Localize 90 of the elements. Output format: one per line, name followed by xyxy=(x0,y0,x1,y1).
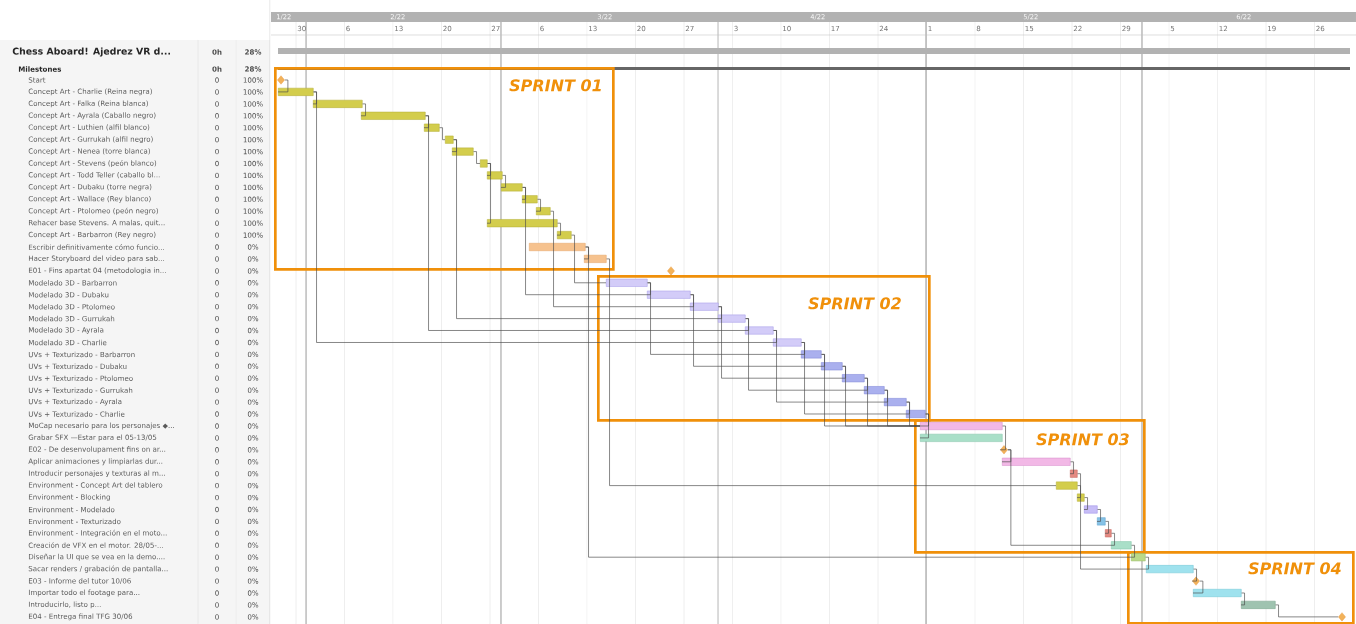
task-bar xyxy=(1084,505,1098,514)
dependency-line xyxy=(745,318,865,391)
dependency-line xyxy=(773,330,885,403)
task-bar xyxy=(718,314,746,323)
task-bar xyxy=(606,278,648,287)
dependency-line xyxy=(439,127,446,141)
dependency-line xyxy=(473,151,481,164)
dependency-line xyxy=(1130,544,1135,558)
dependency-line xyxy=(919,413,929,439)
dependency-line xyxy=(1083,497,1088,510)
dependency-line xyxy=(360,103,366,117)
task-bar xyxy=(487,219,558,228)
task-bar xyxy=(480,159,488,168)
dependency-line xyxy=(647,282,802,355)
sprint-box: SPRINT 02 xyxy=(597,275,931,422)
task-bar xyxy=(1131,553,1146,562)
dependency-line xyxy=(571,234,607,284)
dependency-line xyxy=(535,198,541,212)
task-bar xyxy=(884,398,907,407)
dependency-line xyxy=(1275,604,1339,618)
milestone-diamond xyxy=(1338,612,1346,622)
dependency-line xyxy=(1076,485,1081,498)
task-bar xyxy=(536,207,551,216)
project-title: Chess Aboard! Ajedrez VR d... xyxy=(12,47,170,57)
task-bar xyxy=(501,183,523,192)
task-bar xyxy=(424,123,440,132)
task-bar xyxy=(557,231,572,240)
task-bar xyxy=(745,326,774,335)
task-bar xyxy=(920,433,1003,442)
task-bar xyxy=(920,422,1003,430)
dependency-line xyxy=(486,163,491,224)
dependency-line xyxy=(999,425,1006,451)
milestone-diamond xyxy=(667,266,675,276)
task-bar xyxy=(906,410,926,418)
dependency-line xyxy=(1191,568,1197,582)
dependency-line xyxy=(1007,449,1112,546)
task-bar xyxy=(821,362,843,371)
task-bar xyxy=(522,195,538,204)
dependency-line xyxy=(690,294,822,367)
dependency-line xyxy=(906,401,921,427)
task-bar xyxy=(1070,469,1078,478)
task-bar xyxy=(1146,565,1194,574)
task-bar xyxy=(773,338,802,347)
dependency-line xyxy=(453,139,719,319)
task-bar xyxy=(313,99,363,108)
dependency-line xyxy=(718,306,843,379)
dependency-line xyxy=(277,79,289,93)
milestone-diamond xyxy=(1000,445,1008,455)
task-bar xyxy=(864,386,885,395)
dependency-line xyxy=(500,175,506,188)
task-bar xyxy=(1097,517,1106,526)
task-bar xyxy=(584,254,607,263)
dependency-line xyxy=(1145,556,1149,570)
dependency-line xyxy=(1192,580,1204,594)
dependency-line xyxy=(585,246,1132,558)
dependency-line xyxy=(800,342,805,355)
task-bar xyxy=(1241,600,1276,609)
dependency-line xyxy=(606,258,1057,486)
dependency-line xyxy=(1077,473,1147,570)
dependency-line xyxy=(1104,521,1109,534)
sprint-box: SPRINT 03 xyxy=(914,419,1146,554)
task-bar xyxy=(1193,589,1242,597)
task-bar xyxy=(1056,481,1078,490)
task-bar xyxy=(842,374,865,383)
sprint-box: SPRINT 04 xyxy=(1127,551,1355,624)
task-bar xyxy=(445,135,454,144)
dependency-line xyxy=(1240,592,1245,606)
milestone-diamond xyxy=(1192,576,1200,586)
dependency-line xyxy=(1110,532,1115,546)
dependency-line xyxy=(313,91,774,343)
milestone-diamond xyxy=(277,75,285,85)
task-bar xyxy=(1077,493,1085,502)
task-bar xyxy=(1111,541,1132,550)
task-bar xyxy=(1105,529,1112,538)
sprint-box: SPRINT 01 xyxy=(274,67,615,271)
task-bar xyxy=(647,290,691,299)
task-bar xyxy=(1002,457,1071,466)
task-bar xyxy=(690,302,719,311)
dependency-line xyxy=(425,115,746,331)
dependency-line xyxy=(550,210,691,308)
task-bar xyxy=(487,171,503,180)
dependency-line xyxy=(1096,509,1101,522)
dependency-line xyxy=(556,222,561,236)
task-bar xyxy=(801,350,822,359)
dependency-line xyxy=(522,187,648,296)
task-bar xyxy=(452,147,474,156)
task-bar xyxy=(529,243,586,251)
task-bar xyxy=(361,111,426,120)
dependency-line xyxy=(1069,461,1074,475)
task-bar xyxy=(278,87,314,96)
